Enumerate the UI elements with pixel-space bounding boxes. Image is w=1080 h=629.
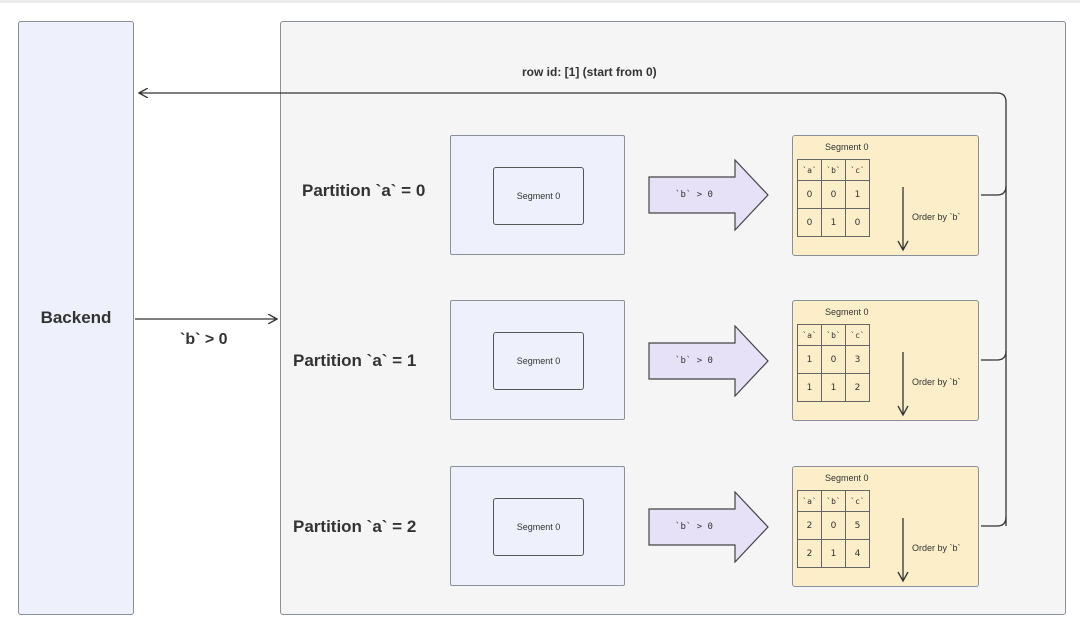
- segment-box-2: Segment 0: [493, 498, 584, 556]
- column-header: `b`: [821, 324, 846, 346]
- return-arrow: [139, 93, 1007, 526]
- table-cell: 0: [821, 345, 846, 374]
- table-cell: 1: [821, 539, 846, 568]
- output-segment-title: Segment 0: [825, 473, 869, 483]
- table-cell: 2: [797, 511, 822, 540]
- table-cell: 1: [845, 180, 870, 209]
- column-header: `a`: [797, 490, 822, 512]
- order-by-label: Order by `b`: [912, 543, 961, 553]
- partition-label-2: Partition `a` = 2: [293, 517, 417, 536]
- table-cell: 1: [821, 373, 846, 402]
- table-cell: 2: [797, 539, 822, 568]
- order-by-label: Order by `b`: [912, 212, 961, 222]
- output-segment-1: Segment 0 `a` `b` `c` 1 0 3 1 1 2 Order …: [792, 300, 979, 421]
- column-header: `a`: [797, 159, 822, 181]
- output-segment-title: Segment 0: [825, 142, 869, 152]
- filter-arrow-2: `b` > 0: [648, 491, 770, 563]
- output-segment-2: Segment 0 `a` `b` `c` 2 0 5 2 1 4 Order …: [792, 466, 979, 587]
- column-header: `c`: [845, 159, 870, 181]
- filter-arrow-label-0: `b` > 0: [675, 190, 713, 200]
- table-cell: 0: [797, 208, 822, 237]
- table-cell: 0: [821, 180, 846, 209]
- block-arrow-shape: [648, 159, 769, 231]
- segment-box-0: Segment 0: [493, 167, 584, 225]
- branch-line-1: [981, 350, 1007, 361]
- table-cell: 4: [845, 539, 870, 568]
- partition-label-1: Partition `a` = 1: [293, 351, 417, 370]
- branch-line-2: [981, 516, 1007, 527]
- table-header-row: `a` `b` `c`: [797, 490, 870, 512]
- backend-label: Backend: [40, 308, 112, 327]
- table-cell: 1: [821, 208, 846, 237]
- table-cell: 0: [845, 208, 870, 237]
- segment-table: `a` `b` `c` 0 0 1 0 1 0: [797, 159, 870, 237]
- top-divider: [0, 0, 1080, 3]
- segment-table: `a` `b` `c` 2 0 5 2 1 4: [797, 490, 870, 568]
- filter-label: `b` > 0: [180, 331, 228, 348]
- output-segment-title: Segment 0: [825, 307, 869, 317]
- column-header: `a`: [797, 324, 822, 346]
- block-arrow-shape: [648, 491, 769, 563]
- order-down-arrow-icon: [897, 187, 909, 252]
- table-row: 2 0 5: [797, 511, 870, 540]
- filter-arrow-1: `b` > 0: [648, 325, 770, 397]
- table-cell: 3: [845, 345, 870, 374]
- partition-box-0: Segment 0: [450, 135, 625, 255]
- segment-box-1: Segment 0: [493, 332, 584, 390]
- table-row: 0 1 0: [797, 208, 870, 237]
- partition-box-2: Segment 0: [450, 466, 625, 586]
- column-header: `c`: [845, 490, 870, 512]
- table-row: 1 0 3: [797, 345, 870, 374]
- order-down-arrow-icon: [897, 518, 909, 583]
- table-row: 1 1 2: [797, 373, 870, 402]
- table-cell: 0: [797, 180, 822, 209]
- table-cell: 0: [821, 511, 846, 540]
- table-header-row: `a` `b` `c`: [797, 324, 870, 346]
- table-cell: 1: [797, 373, 822, 402]
- partition-label-0: Partition `a` = 0: [302, 181, 426, 200]
- table-row: 2 1 4: [797, 539, 870, 568]
- order-by-label: Order by `b`: [912, 377, 961, 387]
- column-header: `c`: [845, 324, 870, 346]
- table-row: 0 0 1: [797, 180, 870, 209]
- table-cell: 5: [845, 511, 870, 540]
- column-header: `b`: [821, 490, 846, 512]
- table-cell: 2: [845, 373, 870, 402]
- table-cell: 1: [797, 345, 822, 374]
- backend-box: Backend: [18, 21, 134, 615]
- segment-table: `a` `b` `c` 1 0 3 1 1 2: [797, 324, 870, 402]
- partition-box-1: Segment 0: [450, 300, 625, 420]
- table-header-row: `a` `b` `c`: [797, 159, 870, 181]
- output-segment-0: Segment 0 `a` `b` `c` 0 0 1 0 1 0 Order …: [792, 135, 979, 256]
- filter-arrow-label-1: `b` > 0: [675, 356, 713, 366]
- filter-arrow-label-2: `b` > 0: [675, 522, 713, 532]
- filter-arrow-0: `b` > 0: [648, 159, 770, 231]
- row-id-label: row id: [1] (start from 0): [522, 65, 657, 79]
- block-arrow-shape: [648, 325, 769, 397]
- branch-line-0: [981, 185, 1007, 196]
- column-header: `b`: [821, 159, 846, 181]
- order-down-arrow-icon: [897, 352, 909, 417]
